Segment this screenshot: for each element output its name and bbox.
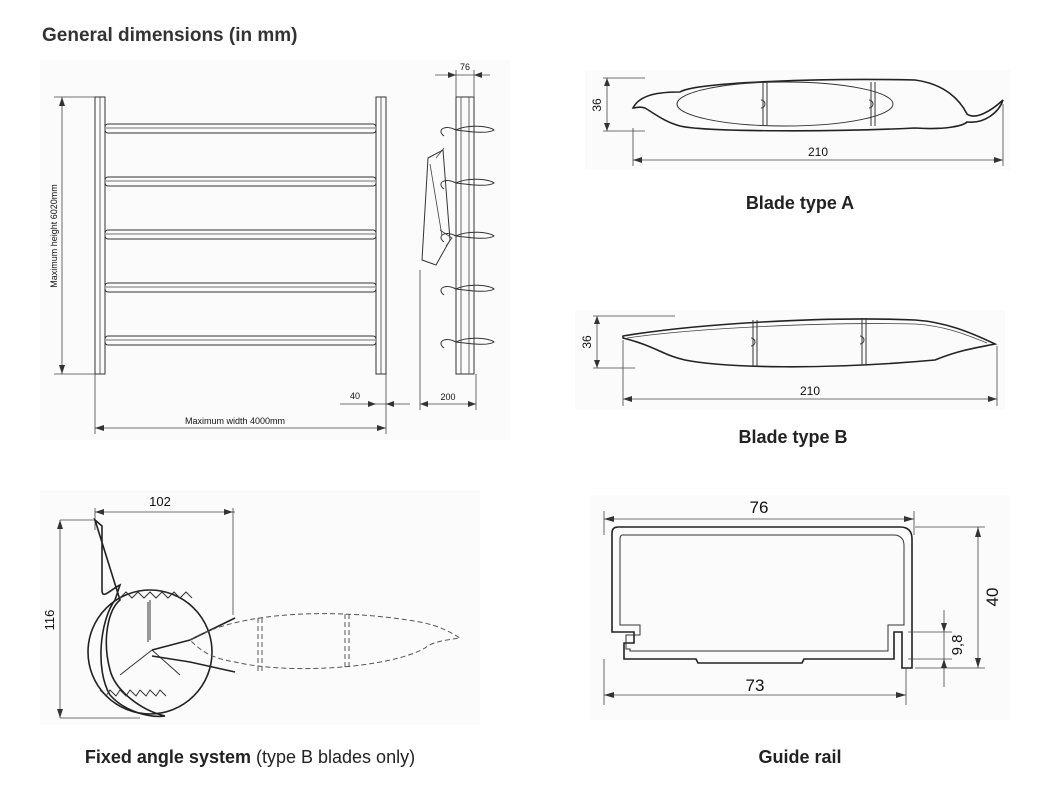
guide-rail-bottom-width-label: 73 — [746, 676, 765, 695]
guide-rail-drawing: 76 73 40 9,8 — [603, 498, 1002, 705]
guide-rail-profile — [611, 526, 913, 669]
blade-b-caption: Blade type B — [738, 427, 848, 447]
fixed-angle-drawing: 102 116 — [42, 494, 462, 719]
max-width-label: Maximum width 4000mm — [185, 416, 285, 426]
blade-b-width-label: 210 — [800, 384, 820, 398]
guide-rail-caption: Guide rail — [758, 747, 842, 767]
fixed-angle-bracket — [93, 517, 166, 718]
side-view-blade-hooks — [440, 125, 495, 349]
blade-b-profile — [622, 318, 998, 368]
page-heading: General dimensions (in mm) — [42, 25, 298, 46]
fixed-angle-width-label: 102 — [149, 494, 171, 509]
dim-76-label: 76 — [460, 62, 470, 72]
general-dimensions-panel: Maximum height 6020mm Maximum width 4000… — [40, 60, 510, 440]
fixed-angle-gear — [87, 589, 213, 715]
guide-rail-top-width-label: 76 — [750, 498, 769, 517]
blade-a-width-label: 210 — [808, 145, 828, 159]
blade-a-drawing: 36 210 — [590, 77, 1004, 166]
general-dimensions-drawing: Maximum height 6020mm Maximum width 4000… — [49, 62, 495, 434]
front-blades — [104, 123, 377, 346]
blade-a-caption: Blade type A — [745, 193, 855, 213]
guide-rail-slot-label: 9,8 — [949, 635, 966, 656]
blade-a-height-label: 36 — [590, 98, 604, 112]
dim-200-label: 200 — [440, 392, 455, 402]
blade-a-panel: 36 210 — [585, 70, 1010, 170]
guide-rail-height-label: 40 — [983, 588, 1002, 607]
fixed-angle-panel: 102 116 — [40, 490, 480, 725]
blade-b-drawing: 36 210 — [580, 315, 998, 406]
blade-b-panel: 36 210 — [575, 310, 1005, 410]
fixed-angle-height-label: 116 — [42, 610, 57, 631]
fixed-angle-dashed-blade — [189, 613, 462, 670]
dim-40-label: 40 — [350, 391, 360, 401]
side-view-rail — [455, 96, 475, 375]
blade-b-height-label: 36 — [580, 335, 594, 349]
fixed-angle-caption: Fixed angle system (type B blades only) — [84, 747, 416, 767]
guide-rail-panel: 76 73 40 9,8 — [590, 495, 1010, 720]
max-height-label: Maximum height 6020mm — [49, 184, 59, 288]
blade-a-profile — [631, 78, 1004, 132]
motor-box — [421, 149, 451, 266]
